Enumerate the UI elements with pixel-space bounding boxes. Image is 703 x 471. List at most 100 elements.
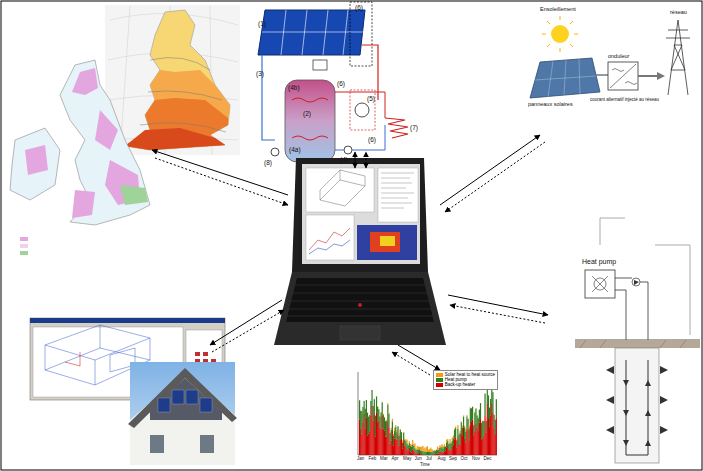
chart-bar bbox=[382, 415, 383, 455]
chart-bar bbox=[364, 414, 365, 455]
chart-bar bbox=[380, 411, 381, 413]
chart-bar bbox=[434, 451, 435, 454]
chart-bar bbox=[461, 422, 462, 433]
chart-bar bbox=[425, 448, 426, 451]
chart-bar bbox=[366, 400, 367, 418]
chart-bar bbox=[368, 416, 369, 417]
chart-bar bbox=[390, 432, 391, 434]
chart-bar bbox=[440, 445, 441, 447]
chart-bar bbox=[438, 448, 439, 450]
chart-bar bbox=[417, 446, 418, 449]
chart-bar bbox=[412, 449, 413, 455]
chart-bar bbox=[376, 412, 377, 455]
chart-bar bbox=[487, 390, 488, 391]
callout-number: (8) bbox=[264, 159, 272, 166]
chart-bar bbox=[418, 449, 419, 453]
pv-label: courant alternatif injecté au réseau bbox=[590, 98, 659, 103]
legend-text: Solar heat to heat source bbox=[445, 372, 495, 377]
chart-bar bbox=[456, 439, 457, 441]
chart-bar bbox=[464, 426, 465, 428]
chart-bar bbox=[471, 408, 472, 421]
chart-bar bbox=[419, 447, 420, 449]
chart-bar bbox=[488, 418, 489, 455]
chart-bar bbox=[477, 414, 478, 416]
chart-bar bbox=[466, 415, 467, 416]
chart-bar bbox=[465, 442, 466, 455]
chart-bar bbox=[430, 452, 431, 455]
chart-bar bbox=[449, 439, 450, 443]
chart-bar bbox=[386, 437, 387, 455]
chart-bar bbox=[379, 417, 380, 428]
chart-bar bbox=[375, 416, 376, 437]
chart-bar bbox=[366, 418, 367, 455]
chart-bar bbox=[362, 422, 363, 455]
legend-row: Solar heat to heat source bbox=[436, 372, 495, 377]
chart-bar bbox=[479, 423, 480, 455]
chart-bar bbox=[444, 452, 445, 455]
energy-chart bbox=[345, 368, 500, 468]
chart-bar bbox=[438, 454, 439, 455]
chart-bar bbox=[474, 413, 475, 432]
chart-bar bbox=[474, 432, 475, 455]
chart-bar bbox=[427, 446, 428, 452]
month-label: Jan bbox=[357, 457, 364, 462]
heat-pump-label: Heat pump bbox=[582, 258, 616, 266]
callout-number: (6) bbox=[368, 136, 376, 143]
chart-bar bbox=[378, 421, 379, 455]
chart-bar bbox=[427, 452, 428, 455]
chart-bar bbox=[458, 444, 459, 455]
month-label: Sep bbox=[449, 457, 457, 462]
chart-bar bbox=[402, 448, 403, 455]
chart-bar bbox=[477, 427, 478, 455]
chart-bar bbox=[388, 427, 389, 455]
chart-bar bbox=[374, 414, 375, 455]
chart-bar bbox=[481, 439, 482, 455]
chart-bar bbox=[400, 430, 401, 440]
month-label: Feb bbox=[369, 457, 377, 462]
chart-bar bbox=[451, 442, 452, 443]
chart-bar bbox=[368, 434, 369, 455]
chart-bar bbox=[454, 428, 455, 430]
chart-bar bbox=[448, 450, 449, 455]
contour-map bbox=[105, 5, 240, 155]
chart-bar bbox=[409, 443, 410, 448]
chart-bar bbox=[486, 420, 487, 421]
legend-swatch bbox=[436, 383, 443, 387]
chart-bar bbox=[419, 453, 420, 455]
chart-bar bbox=[409, 441, 410, 443]
chart-bar bbox=[364, 401, 365, 414]
month-label: Jul bbox=[426, 457, 432, 462]
chart-bar bbox=[457, 438, 458, 455]
chart-bar bbox=[377, 407, 378, 422]
chart-bar bbox=[465, 429, 466, 431]
chart-bar bbox=[371, 390, 372, 406]
legend-row: Heat pump bbox=[436, 377, 495, 382]
chart-bar bbox=[384, 417, 385, 430]
chart-bar bbox=[477, 415, 478, 427]
chart-bar bbox=[426, 447, 427, 452]
chart-bar bbox=[460, 445, 461, 455]
chart-bar bbox=[436, 453, 437, 455]
chart-bar bbox=[446, 440, 447, 443]
chart-bar bbox=[436, 449, 437, 450]
chart-bar bbox=[399, 436, 400, 446]
chart-bar bbox=[367, 413, 368, 436]
chart-bar bbox=[473, 435, 474, 455]
chart-bar bbox=[460, 433, 461, 445]
chart-bar bbox=[380, 429, 381, 455]
chart-bar bbox=[495, 420, 496, 435]
chart-bar bbox=[402, 440, 403, 442]
chart-bar bbox=[417, 453, 418, 455]
chart-bar bbox=[408, 445, 409, 450]
chart-bar bbox=[447, 441, 448, 446]
chart-bar bbox=[409, 448, 410, 455]
chart-bar bbox=[456, 440, 457, 447]
chart-bar bbox=[374, 399, 375, 414]
chart-bar bbox=[360, 411, 361, 429]
chart-bar bbox=[439, 452, 440, 455]
chart-bar bbox=[373, 421, 374, 455]
chart-bar bbox=[466, 429, 467, 455]
chart-bar bbox=[397, 434, 398, 455]
chart-bar bbox=[393, 434, 394, 436]
